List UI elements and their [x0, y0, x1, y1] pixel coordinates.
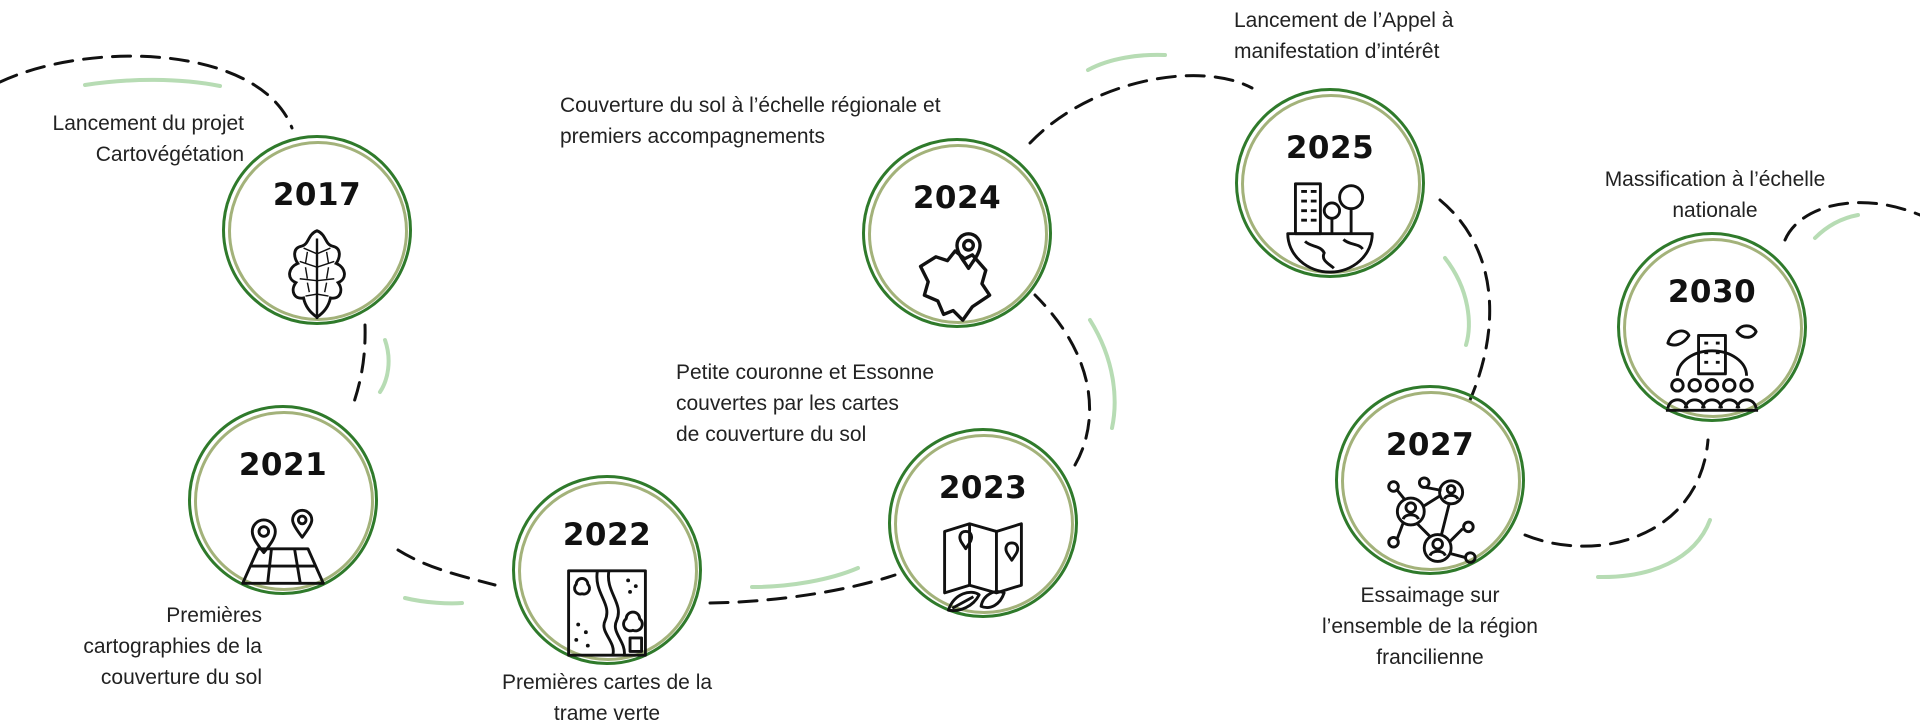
people-city-globe-icon — [1665, 324, 1759, 412]
ring-outer — [1617, 232, 1807, 422]
year-label: 2017 — [272, 177, 362, 213]
path-segment — [350, 323, 367, 410]
label-line: Massification à l’échelle — [1604, 168, 1826, 191]
ring-outer — [512, 475, 702, 665]
accent-stroke — [378, 338, 391, 394]
label-line: de couverture du sol — [676, 423, 867, 446]
milestone-label-2030: Massification à l’échelle nationale — [1565, 164, 1865, 226]
accent-stroke — [1813, 213, 1860, 240]
label-line: Cartovégétation — [95, 143, 244, 166]
year-label: 2024 — [912, 180, 1002, 216]
milestone-2025: 2025 — [1235, 88, 1425, 278]
path-segment — [1523, 438, 1710, 548]
label-line: Lancement de l’Appel à — [1234, 9, 1454, 32]
path-segment — [1033, 293, 1092, 467]
accent-stroke — [1596, 518, 1712, 580]
accent-stroke — [1086, 52, 1167, 72]
label-line: Petite couronne et Essonne — [676, 361, 935, 384]
year-label: 2025 — [1285, 130, 1375, 166]
milestone-label-2017: Lancement du projet Cartovégétation — [2, 108, 244, 170]
accent-stroke — [83, 77, 222, 88]
label-line: francilienne — [1376, 646, 1484, 669]
network-people-icon — [1387, 476, 1477, 564]
accent-stroke — [403, 596, 464, 606]
milestone-2017: 2017 — [222, 135, 412, 325]
ring-inner — [868, 144, 1048, 324]
milestone-2022: 2022 — [512, 475, 702, 665]
label-line: Premières — [166, 604, 262, 627]
year-label: 2027 — [1385, 427, 1475, 463]
label-line: Premières cartes de la — [501, 671, 713, 694]
ring-inner — [894, 434, 1074, 614]
milestone-label-2023: Petite couronne et Essonne couvertes par… — [676, 357, 1006, 450]
milestone-2021: 2021 — [188, 405, 378, 595]
region-location-icon — [918, 232, 992, 322]
accent-stroke — [1088, 318, 1117, 430]
ring-inner — [194, 411, 374, 591]
ring-outer — [188, 405, 378, 595]
label-line: l’ensemble de la région — [1322, 615, 1538, 638]
year-label: 2030 — [1667, 274, 1757, 310]
label-line: couverture du sol — [100, 666, 262, 689]
milestone-label-2025: Lancement de l’Appel à manifestation d’i… — [1234, 5, 1554, 67]
ring-outer — [888, 428, 1078, 618]
label-line: nationale — [1672, 199, 1758, 222]
milestone-2024: 2024 — [862, 138, 1052, 328]
label-line: manifestation d’intérêt — [1234, 40, 1440, 63]
folded-map-leaves-icon — [943, 522, 1023, 612]
ring-outer — [1235, 88, 1425, 278]
ring-outer — [222, 135, 412, 325]
label-line: cartographies de la — [83, 635, 262, 658]
land-plot-map-icon — [567, 569, 647, 657]
accent-stroke — [750, 566, 860, 589]
year-label: 2021 — [238, 447, 328, 483]
path-segment — [708, 573, 897, 605]
ring-inner — [1341, 391, 1521, 571]
path-segment — [0, 54, 294, 130]
city-nature-earth-icon — [1286, 182, 1374, 274]
map-pins-icon — [241, 508, 325, 585]
path-segment — [1028, 74, 1254, 145]
milestone-2023: 2023 — [888, 428, 1078, 618]
path-segment — [396, 548, 497, 587]
milestone-label-2022: Premières cartes de la trame verte — [462, 667, 752, 725]
ring-outer — [862, 138, 1052, 328]
milestone-label-2027: Essaimage sur l’ensemble de la région fr… — [1270, 580, 1590, 673]
year-label: 2023 — [938, 470, 1028, 506]
path-segment — [1783, 201, 1920, 242]
milestone-label-2024: Couverture du sol à l’échelle régionale … — [560, 90, 1040, 152]
ring-inner — [228, 141, 408, 321]
milestone-2027: 2027 — [1335, 385, 1525, 575]
oak-leaf-icon — [288, 229, 346, 320]
milestone-2030: 2030 — [1617, 232, 1807, 422]
path-segment — [1438, 198, 1492, 402]
label-line: trame verte — [553, 702, 661, 725]
ring-inner — [1623, 238, 1803, 418]
label-line: Essaimage sur — [1360, 584, 1500, 607]
year-label: 2022 — [562, 517, 652, 553]
label-line: Lancement du projet — [52, 112, 244, 135]
milestone-label-2021: Premières cartographies de la couverture… — [20, 600, 262, 693]
label-line: couvertes par les cartes — [676, 392, 899, 415]
accent-stroke — [1443, 256, 1471, 347]
ring-outer — [1335, 385, 1525, 575]
label-line: Couverture du sol à l’échelle régionale … — [560, 94, 941, 117]
label-line: premiers accompagnements — [560, 125, 825, 148]
ring-inner — [518, 481, 698, 661]
